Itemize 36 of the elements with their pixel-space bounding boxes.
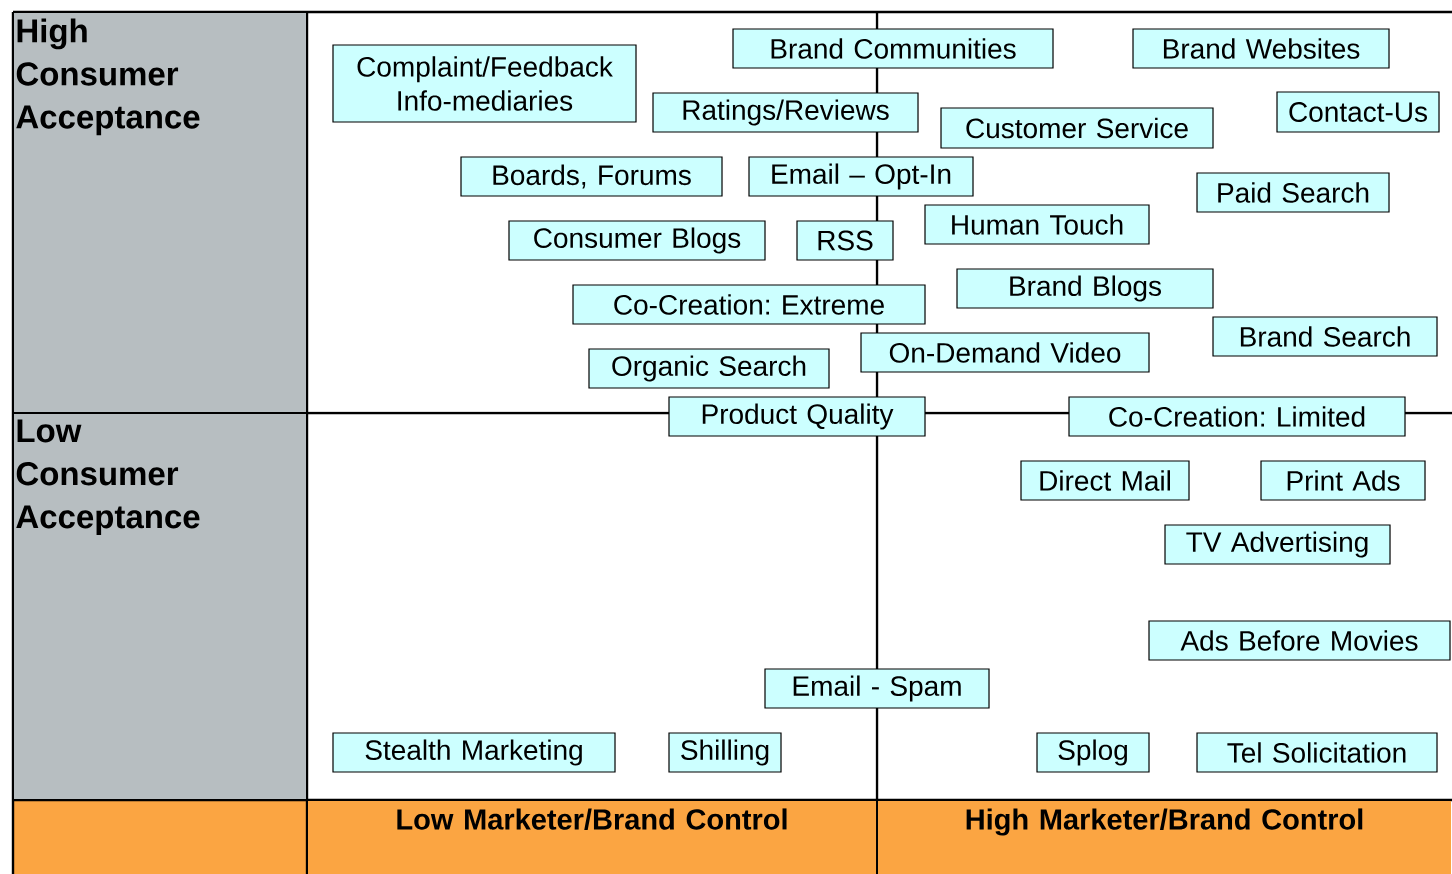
label-box: Print Ads [1260,460,1426,501]
label-box: Co-Creation: Extreme [572,284,926,325]
label-box: Organic Search [588,348,830,389]
label-box: Human Touch [924,204,1150,245]
label-box: Boards, Forums [460,156,723,197]
node-label: High Consumer Acceptance [16,18,200,136]
label-box: On-Demand Video [860,332,1150,373]
label-box: Paid Search [1196,172,1390,213]
label-box: Tel Solicitation [1196,732,1438,773]
label-box: Email - Spam [764,668,990,709]
node-label: Low Consumer Acceptance [16,419,200,535]
column-header: Low Marketer/Brand Control [308,801,876,874]
row-header: Low Consumer Acceptance [14,414,306,799]
label-box: Product Quality [668,396,926,437]
label-box: Ratings/Reviews [652,92,919,133]
label-box: Complaint/Feedback Info-mediaries [332,44,637,123]
label-box: Shilling [668,732,782,773]
label-box: Brand Blogs [956,268,1214,309]
label-box: Ads Before Movies [1148,620,1451,661]
label-box: Co-Creation: Limited [1068,396,1406,437]
label-box: Brand Search [1212,316,1438,357]
label-box: Consumer Blogs [508,220,766,261]
row-header: High Consumer Acceptance [14,13,306,412]
label-box: TV Advertising [1164,524,1391,565]
label-box: Contact-Us [1276,91,1440,133]
label-box: Direct Mail [1020,460,1190,501]
label-box: RSS [796,220,894,261]
label-box: Brand Communities [732,28,1054,69]
label-box: Stealth Marketing [332,732,616,773]
column-header: High Marketer/Brand Control [878,801,1451,874]
label-box: Email – Opt-In [748,156,974,197]
node-label: High Marketer/Brand Control [966,808,1363,836]
node-label: Low Marketer/Brand Control [397,808,787,831]
label-box: Brand Websites [1132,28,1390,69]
label-box: Customer Service [940,107,1214,149]
label-box: Splog [1036,732,1150,773]
